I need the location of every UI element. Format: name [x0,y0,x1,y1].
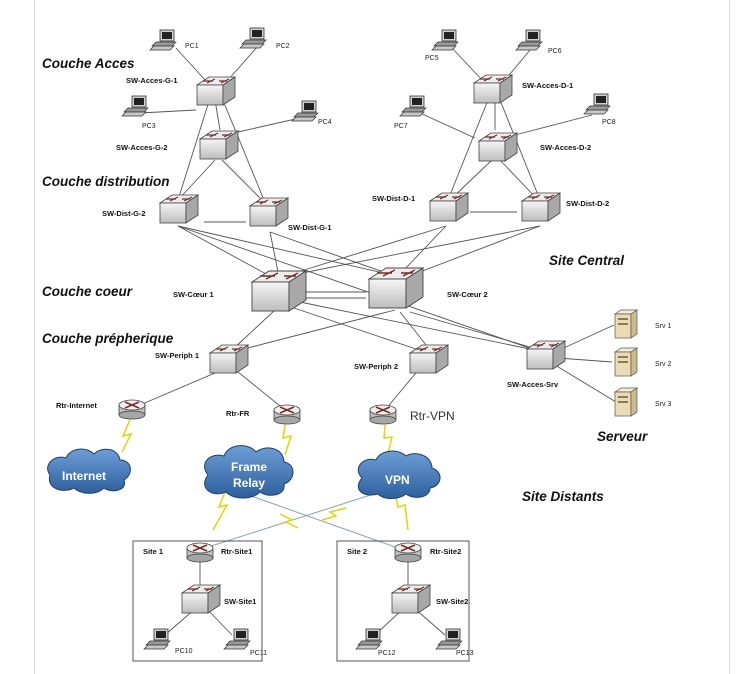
switch-icon-acces-d2 [478,132,518,162]
label-sw-dist-g1: SW-Dist-G-1 [288,223,332,232]
router-icon-fr [273,404,301,425]
switch-icon-acces-g2 [199,130,239,160]
pc-icon-6 [515,29,543,51]
label-pc3: PC3 [142,123,156,130]
label-sw-dist-d2: SW-Dist-D-2 [566,199,609,208]
label-sw-acces-d1: SW-Acces-D-1 [522,81,573,90]
label-pc2: PC2 [276,43,290,50]
label-site1: Site 1 [143,547,163,556]
label-relay: Relay [233,476,265,490]
label-pc6: PC6 [548,48,562,55]
label-pc5: PC5 [425,55,439,62]
label-pc7: PC7 [394,123,408,130]
pc-icon-1 [149,29,177,51]
label-sw-acces-g1: SW-Acces-G-1 [126,76,178,85]
router-icon-internet [118,399,146,420]
label-rtr-site2: Rtr-Site2 [430,547,461,556]
router-icon-site2 [394,542,422,563]
switch-icon-coeur1 [251,270,307,312]
label-pc11: PC11 [250,650,267,657]
site2-box [336,540,470,662]
router-icon-site1 [186,542,214,563]
label-couche-peripherique: Couche prépherique [42,331,174,346]
pc-icon-7 [399,95,427,117]
server-icon-3 [614,387,638,417]
pc-icon-3 [121,95,149,117]
pc-icon-8 [583,93,611,115]
label-couche-coeur: Couche coeur [42,284,133,299]
switch-icon-periph1 [209,344,249,374]
pc-icon-10 [143,628,171,650]
label-pc1: PC1 [185,43,199,50]
label-pc4: PC4 [318,119,332,126]
switch-icon-acces-g1 [196,76,236,106]
switch-icon-dist-g2 [159,194,199,224]
pc-icon-4 [291,100,319,122]
label-pc8: PC8 [602,119,616,126]
label-sw-site2: SW-Site2 [436,597,468,606]
label-sw-coeur1: SW-Cœur 1 [173,290,214,299]
label-rtr-fr: Rtr-FR [226,409,250,418]
switch-icon-site1 [181,584,221,614]
internet-cloud-icon [47,448,131,494]
label-rtr-vpn: Rtr-VPN [410,409,455,423]
pc-icon-5 [431,29,459,51]
switch-icon-acces-srv [526,340,566,370]
label-sw-dist-g2: SW-Dist-G-2 [102,209,146,218]
label-site-distants: Site Distants [522,489,604,504]
pc-icon-13 [435,628,463,650]
router-icon-vpn [369,404,397,425]
label-sw-acces-srv: SW-Acces-Srv [507,380,559,389]
label-pc13: PC13 [456,650,474,657]
switch-icon-dist-d1 [429,192,469,222]
label-couche-acces: Couche Acces [42,56,135,71]
label-site-central: Site Central [549,253,624,268]
label-sw-dist-d1: SW-Dist-D-1 [372,194,415,203]
label-sw-periph2: SW-Periph 2 [354,362,398,371]
server-icon-1 [614,309,638,339]
wan-links [121,419,409,531]
label-srv1: Srv 1 [655,323,671,330]
label-frame: Frame [231,460,267,474]
switch-icon-dist-d2 [521,192,561,222]
label-sw-acces-d2: SW-Acces-D-2 [540,143,591,152]
pc-icon-2 [239,27,267,49]
frame-relay-cloud-icon [204,445,294,499]
label-sw-site1: SW-Site1 [224,597,256,606]
vpn-cloud-icon [357,450,441,499]
switch-icon-coeur2 [368,267,424,309]
wan-crosslinks [204,491,399,549]
server-icon-2 [614,347,638,377]
label-vpn: VPN [385,473,410,487]
label-sw-coeur2: SW-Cœur 2 [447,290,488,299]
label-rtr-internet: Rtr-Internet [56,401,97,410]
pc-icon-12 [355,628,383,650]
switch-icon-site2 [391,584,431,614]
label-sw-acces-g2: SW-Acces-G-2 [116,143,168,152]
label-srv2: Srv 2 [655,361,671,368]
site1-box [132,540,263,662]
label-pc10: PC10 [175,648,193,655]
label-srv3: Srv 3 [655,401,671,408]
switch-icon-dist-g1 [249,197,289,227]
figure-frame [34,0,730,674]
label-serveur: Serveur [597,429,648,444]
label-couche-distribution: Couche distribution [42,174,170,189]
switch-icon-periph2 [409,344,449,374]
label-sw-periph1: SW-Periph 1 [155,351,199,360]
label-site2: Site 2 [347,547,367,556]
label-pc12: PC12 [378,650,396,657]
pc-icon-11 [223,628,251,650]
label-rtr-site1: Rtr-Site1 [221,547,252,556]
switch-icon-acces-d1 [473,74,513,104]
label-internet: Internet [62,469,106,483]
